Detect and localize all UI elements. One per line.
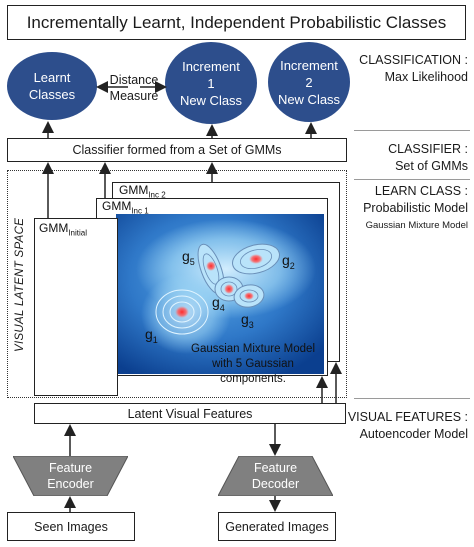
g4-sub: 4 [219,302,225,313]
side-label-learn-class: LEARN CLASS : Probabilistic Model Gaussi… [363,183,468,234]
inc1-line-1: Increment [182,58,240,74]
separator-3 [354,398,470,399]
learn-class-subtitle: Probabilistic Model [363,201,468,215]
g5-label: g5 [182,248,195,267]
side-label-classification: CLASSIFICATION : Max Likelihood [359,52,468,86]
g3-name: g [241,311,249,327]
learn-class-title: LEARN CLASS : [374,184,468,198]
inc1-line-3: New Class [179,92,243,108]
gmm-caption-line-1: Gaussian Mixture Model [191,343,315,355]
gmm-inc1-name: GMM [102,199,132,213]
generated-images-text: Generated Images [225,519,329,534]
feature-decoder-label: Feature Decoder [218,460,333,492]
seen-images-text: Seen Images [34,519,108,534]
gmm-heatmap [116,214,324,374]
g1-name: g [145,326,153,342]
g5-sub: 5 [189,256,195,267]
g1-sub: 1 [152,334,158,345]
g1-label: g1 [145,326,158,345]
classifier-box: Classifier formed from a Set of GMMs [7,138,347,162]
encoder-line-2: Encoder [47,477,94,491]
gmm-initial-label: GMMInitial [39,221,87,237]
gmm-caption-line-2: with 5 Gaussian components. [212,358,294,385]
distance-measure-label: Distance Measure [100,72,168,104]
g4-label: g4 [212,294,225,313]
encoder-line-1: Feature [48,461,93,475]
separator-1 [354,130,470,131]
classifier-text: Classifier formed from a Set of GMMs [72,143,282,157]
gmm-inc1-label: GMMInc 1 [102,199,149,215]
inc1-line-2: 1 [207,75,215,91]
gaussian-2 [232,243,280,275]
g2-sub: 2 [289,260,295,271]
distance-line-2: Measure [109,89,159,103]
latent-features-text: Latent Visual Features [127,406,253,421]
side-label-visual-features: VISUAL FEATURES : Autoencoder Model [348,409,468,443]
visual-latent-space-label: VISUAL LATENT SPACE [14,217,26,352]
feature-decoder-shape [218,456,333,496]
gmm-caption: Gaussian Mixture Model with 5 Gaussian c… [182,342,324,387]
gmm-initial-name: GMM [39,221,69,235]
g5-name: g [182,248,190,264]
classifier-subtitle: Set of GMMs [395,159,468,173]
diagram-title: Incrementally Learnt, Independent Probab… [7,5,466,40]
gaussian-1 [155,289,209,335]
visual-features-title: VISUAL FEATURES : [347,410,468,424]
inc2-line-1: Increment [280,57,338,73]
learn-class-detail: Gaussian Mixture Model [365,220,468,231]
increment-1-node: Increment 1 New Class [165,42,257,124]
gmm-inc2-sub: Inc 2 [148,190,166,200]
gmm-inc2-label: GMMInc 2 [119,183,166,199]
side-label-classifier: CLASSIFIER : Set of GMMs [388,141,468,175]
classifier-title: CLASSIFIER : [388,142,468,156]
learnt-line-1: Learnt [33,70,71,85]
generated-images-box: Generated Images [218,512,336,541]
gaussian-3 [233,284,265,308]
visual-latent-space-region [7,170,347,398]
seen-images-box: Seen Images [7,512,135,541]
separator-2 [354,179,470,180]
learnt-classes-node: Learnt Classes [7,52,97,120]
latent-features-box: Latent Visual Features [34,403,346,424]
g2-label: g2 [282,252,295,271]
inc2-line-3: New Class [277,91,341,107]
g3-label: g3 [241,311,254,330]
decoder-line-2: Decoder [251,477,300,491]
g2-name: g [282,252,290,268]
distance-line-1: Distance [109,73,159,87]
feature-encoder-shape [13,456,128,496]
g4-name: g [212,294,220,310]
feature-encoder-label: Feature Encoder [13,460,128,492]
gmm-initial-sub: Initial [68,228,88,238]
visual-features-subtitle: Autoencoder Model [359,427,468,441]
gaussian-5 [197,243,225,295]
gmm-inc1-sub: Inc 1 [131,206,149,216]
gmm-initial-box [34,218,118,396]
gmm-inc2-name: GMM [119,183,149,197]
g3-sub: 3 [248,319,254,330]
title-text: Incrementally Learnt, Independent Probab… [26,12,447,32]
classification-title: CLASSIFICATION : [359,53,468,67]
inc2-line-2: 2 [305,74,313,90]
decoder-line-1: Feature [253,461,298,475]
classification-subtitle: Max Likelihood [384,70,468,84]
increment-2-node: Increment 2 New Class [268,42,350,122]
learnt-line-2: Classes [28,87,76,102]
